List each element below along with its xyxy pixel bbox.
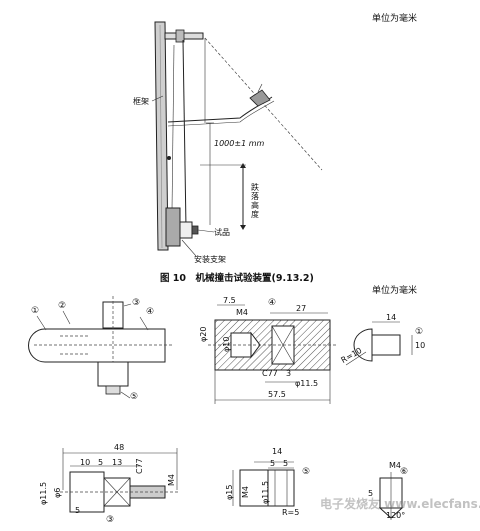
dim-4-phi10: φ10 [222,336,231,352]
dim-4-c77: C77 [262,369,278,378]
callout-5-bottom: ⑤ [302,467,311,477]
callout-5-left: ⑤ [130,392,139,402]
watermark: 电子发烧友 www.elecfans.com [320,497,480,511]
label-drop-height-1: 跌 [251,183,259,192]
callout-1-left: ① [31,306,40,316]
label-frame: 框架 [133,97,149,106]
callout-2: ② [58,301,67,311]
callout-4-left: ④ [146,307,155,317]
dim-5-5b: 5 [283,459,289,468]
unit-note-top: 单位为毫米 [372,14,418,24]
figure-caption: 图 10 机械撞击试验装置(9.13.2) [160,273,314,284]
label-drop-height-4: 度 [251,210,259,219]
dim-4-phi20: φ20 [199,326,208,342]
label-drop-height-3: 高 [251,201,259,210]
callout-3-bottom: ③ [106,515,115,525]
dim-5-phi11-5: φ11.5 [261,480,270,504]
dim-4-27: 27 [296,304,307,313]
dim-5-5a: 5 [270,459,276,468]
dim-5-phi15: φ15 [225,484,234,500]
dim-5-m4: M4 [241,486,250,498]
dim-6-120: 120° [386,511,406,520]
dim-1-14: 14 [386,313,397,322]
dim-4-3: 3 [286,369,292,378]
unit-note-bottom: 单位为毫米 [372,286,418,296]
dim-3-phi6: φ6 [53,487,62,498]
part-3-bolt [60,448,180,513]
frame-board [154,21,169,251]
label-drop-height-2: 落 [251,192,259,201]
pendulum-arm [167,83,275,127]
callout-4-section: ④ [268,298,277,308]
part-1-striker [345,321,413,366]
part-5-nut [232,461,295,507]
dim-3-5: 5 [98,458,104,467]
part-6-cap [378,472,404,520]
label-specimen: 试品 [214,228,230,237]
dim-3-m4: M4 [167,474,176,486]
dim-5-r5: R=5 [282,508,300,517]
dim-6-5: 5 [368,489,374,498]
dim-5-14: 14 [272,447,283,456]
callout-1-right: ① [415,327,424,337]
dim-4-57-5: 57.5 [268,390,286,399]
part-assembly-left [28,296,172,399]
specimen-mount [165,207,215,257]
dim-3-48: 48 [114,443,125,452]
dim-1-10: 10 [415,341,426,350]
callout-6: ⑥ [400,467,409,477]
swing-path [204,37,323,171]
callout-3-top: ③ [132,298,141,308]
dim-3-c77: C77 [135,458,144,474]
dim-4-7-5: 7.5 [223,296,236,305]
dim-4-phi11-5: φ11.5 [295,379,319,388]
dim-3-phi11-5: φ11.5 [39,481,48,505]
dim-3-10: 10 [80,458,91,467]
dim-4-m4: M4 [236,308,248,317]
part-4-section [208,304,338,404]
label-mount: 安装支架 [194,255,226,264]
top-bracket [164,29,204,43]
dim-3-13: 13 [112,458,123,467]
label-distance: 1000±1 mm [214,139,265,148]
dim-3-5b: 5 [75,506,81,515]
dim-6-m4: M4 [389,461,401,470]
